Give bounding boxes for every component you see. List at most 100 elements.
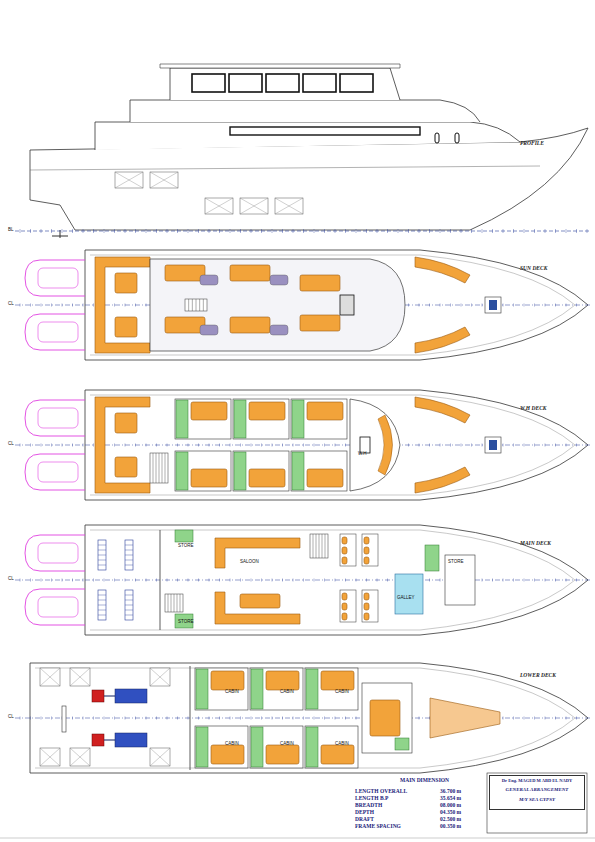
- tank: [40, 668, 60, 686]
- sunbed: [115, 317, 137, 337]
- wheelhouse: [350, 399, 400, 491]
- frame-tick: [555, 304, 556, 307]
- window: [303, 74, 336, 92]
- frame-tick: [188, 444, 189, 447]
- tender: [25, 454, 85, 490]
- frame-tick: [62, 229, 63, 233]
- tender: [25, 400, 85, 436]
- frame-tick: [576, 444, 577, 447]
- bathroom: [176, 452, 188, 490]
- frame-tick: [167, 579, 168, 582]
- frame-tick: [156, 579, 157, 582]
- frame-tick: [20, 717, 21, 720]
- frame-tick: [62, 304, 63, 307]
- stair-step: [313, 534, 314, 558]
- frame-tick: [93, 579, 94, 582]
- tank: [150, 748, 170, 766]
- frame-tick: [125, 444, 126, 447]
- table-cell: BREADTH: [355, 802, 382, 808]
- frame-tick: [545, 229, 546, 233]
- frame-tick: [41, 444, 42, 447]
- tank-cross: [70, 748, 90, 766]
- table: [200, 325, 218, 335]
- stair-step: [322, 534, 323, 558]
- bench-slat: [98, 610, 106, 611]
- bench-slat: [125, 555, 133, 556]
- table-cell: MAIN DIMENSION: [400, 777, 449, 783]
- bathroom: [196, 669, 208, 709]
- bathroom: [251, 727, 263, 767]
- frame-tick: [230, 229, 231, 233]
- sunbed: [230, 317, 270, 333]
- shaft-box: [62, 706, 66, 732]
- tender-inner: [38, 462, 78, 482]
- tender: [25, 260, 85, 296]
- frame-tick: [209, 717, 210, 720]
- frame-tick: [135, 717, 136, 720]
- frame-tick: [261, 717, 262, 720]
- windlass: [485, 297, 501, 313]
- cabin-wall: [175, 451, 231, 491]
- frame-tick: [513, 304, 514, 307]
- frame-tick: [282, 444, 283, 447]
- frame-tick: [303, 579, 304, 582]
- frame-tick: [419, 229, 420, 233]
- stair: [185, 299, 207, 311]
- bench-slat: [98, 545, 106, 546]
- table-cell: 35.654 m: [440, 795, 461, 801]
- stair-step: [180, 594, 181, 612]
- frame-tick: [429, 304, 430, 307]
- frame-tick: [135, 229, 136, 233]
- table-cell: FRAME SPACING: [355, 823, 401, 829]
- tank: [70, 668, 90, 686]
- frame-tick: [156, 717, 157, 720]
- frame-tick: [566, 579, 567, 582]
- frame-tick: [555, 229, 556, 233]
- frame-tick: [83, 229, 84, 233]
- frame-tick: [566, 717, 567, 720]
- stair-step: [153, 453, 154, 483]
- stair-step: [171, 594, 172, 612]
- frame-tick: [314, 444, 315, 447]
- frame-tick: [261, 579, 262, 582]
- helm-console: [378, 415, 393, 475]
- bed: [307, 402, 343, 420]
- frame-tick: [83, 304, 84, 307]
- frame-tick: [209, 229, 210, 233]
- bench-slat: [125, 610, 133, 611]
- stair-step: [177, 594, 178, 612]
- frame-tick: [356, 579, 357, 582]
- frame-tick: [146, 579, 147, 582]
- frame-tick: [534, 229, 535, 233]
- bathroom: [251, 669, 263, 709]
- frame-tick: [450, 229, 451, 233]
- frame-tick: [261, 444, 262, 447]
- chair: [342, 547, 347, 554]
- frame-tick: [503, 229, 504, 233]
- bathroom: [306, 727, 318, 767]
- sunbed: [165, 317, 205, 333]
- stair-step: [159, 453, 160, 483]
- frame-tick: [125, 304, 126, 307]
- frame-tick: [30, 717, 31, 720]
- room-label: CABIN: [225, 742, 239, 747]
- tank-cross: [40, 748, 60, 766]
- bench: [98, 540, 106, 570]
- bed: [321, 745, 354, 764]
- cabin-wall: [233, 451, 289, 491]
- frame-tick: [30, 229, 31, 233]
- frame-tick: [219, 444, 220, 447]
- frame-tick: [72, 304, 73, 307]
- sunbed: [115, 413, 137, 433]
- frame-tick: [156, 444, 157, 447]
- tank: [240, 198, 268, 214]
- frame-tick: [219, 229, 220, 233]
- frame-tick: [587, 229, 588, 233]
- sunbed: [115, 457, 137, 477]
- table-cell: 36.700 m: [440, 788, 461, 794]
- bed: [211, 671, 244, 690]
- stair-step: [165, 453, 166, 483]
- frame-tick: [408, 229, 409, 233]
- bathroom: [234, 400, 246, 438]
- hardtop: [170, 68, 400, 100]
